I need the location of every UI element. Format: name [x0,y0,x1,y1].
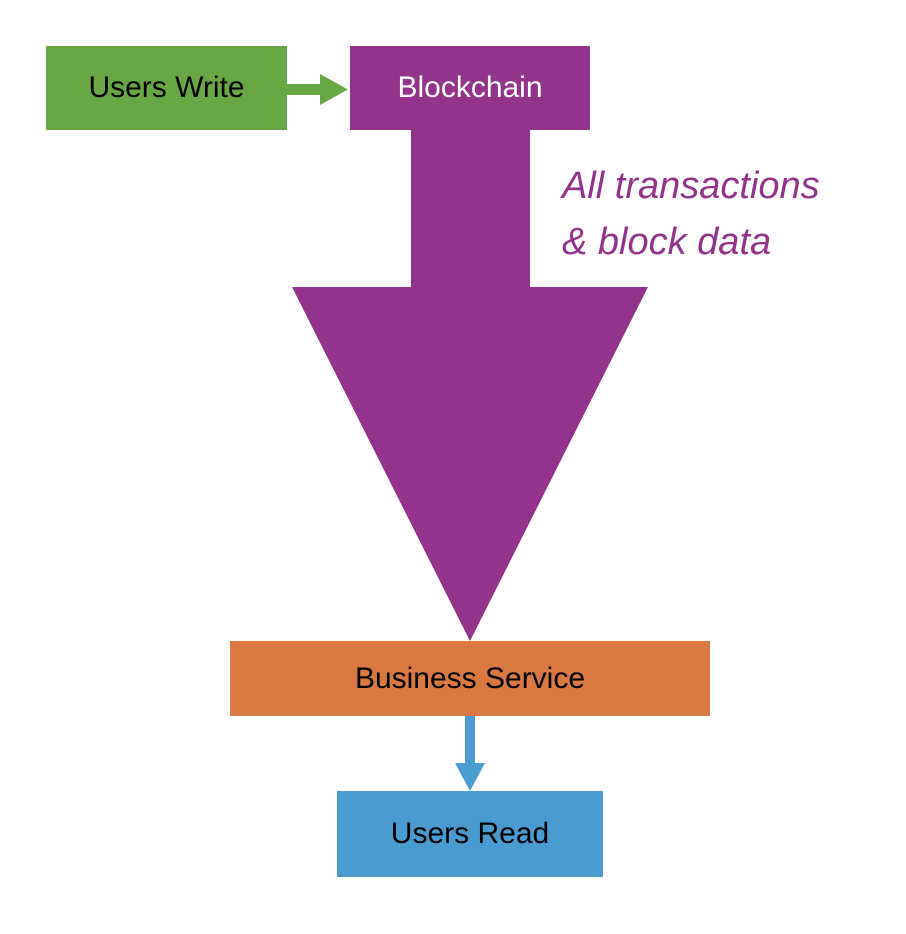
users-write-label: Users Write [88,71,245,104]
blockchain-node: Blockchain [350,46,590,130]
business-service-label: Business Service [354,661,586,695]
arrow-business-to-read [455,716,485,791]
users-read-label: Users Read [390,817,550,850]
blockchain-label: Blockchain [397,71,543,104]
users-write-node: Users Write [46,46,287,130]
arrow-write-to-blockchain [287,74,348,105]
users-read-node: Users Read [337,791,603,877]
business-service-node: Business Service [230,641,710,716]
annotation-line-1: All transactions [562,165,820,207]
arrow-blockchain-to-business [292,130,648,641]
data-flow-annotation: All transactions & block data [562,158,820,270]
annotation-line-2: & block data [562,221,772,263]
